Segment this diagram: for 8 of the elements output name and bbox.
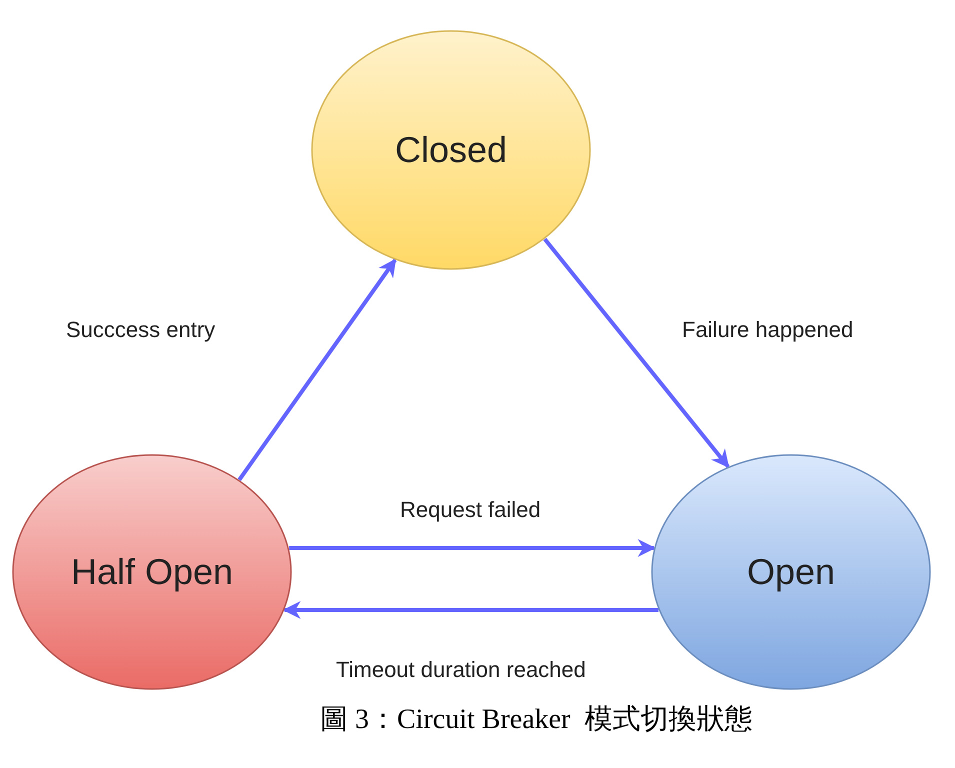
- state-name: Open: [746, 551, 836, 593]
- caption: 圖 3：Circuit Breaker 模式切換狀態: [320, 703, 752, 737]
- arrow: [543, 238, 730, 468]
- state-name: Half Open: [70, 551, 234, 593]
- arrow: [282, 601, 658, 619]
- arrow: [289, 539, 656, 557]
- arrow: [238, 258, 397, 481]
- state-name: Closed: [394, 129, 508, 171]
